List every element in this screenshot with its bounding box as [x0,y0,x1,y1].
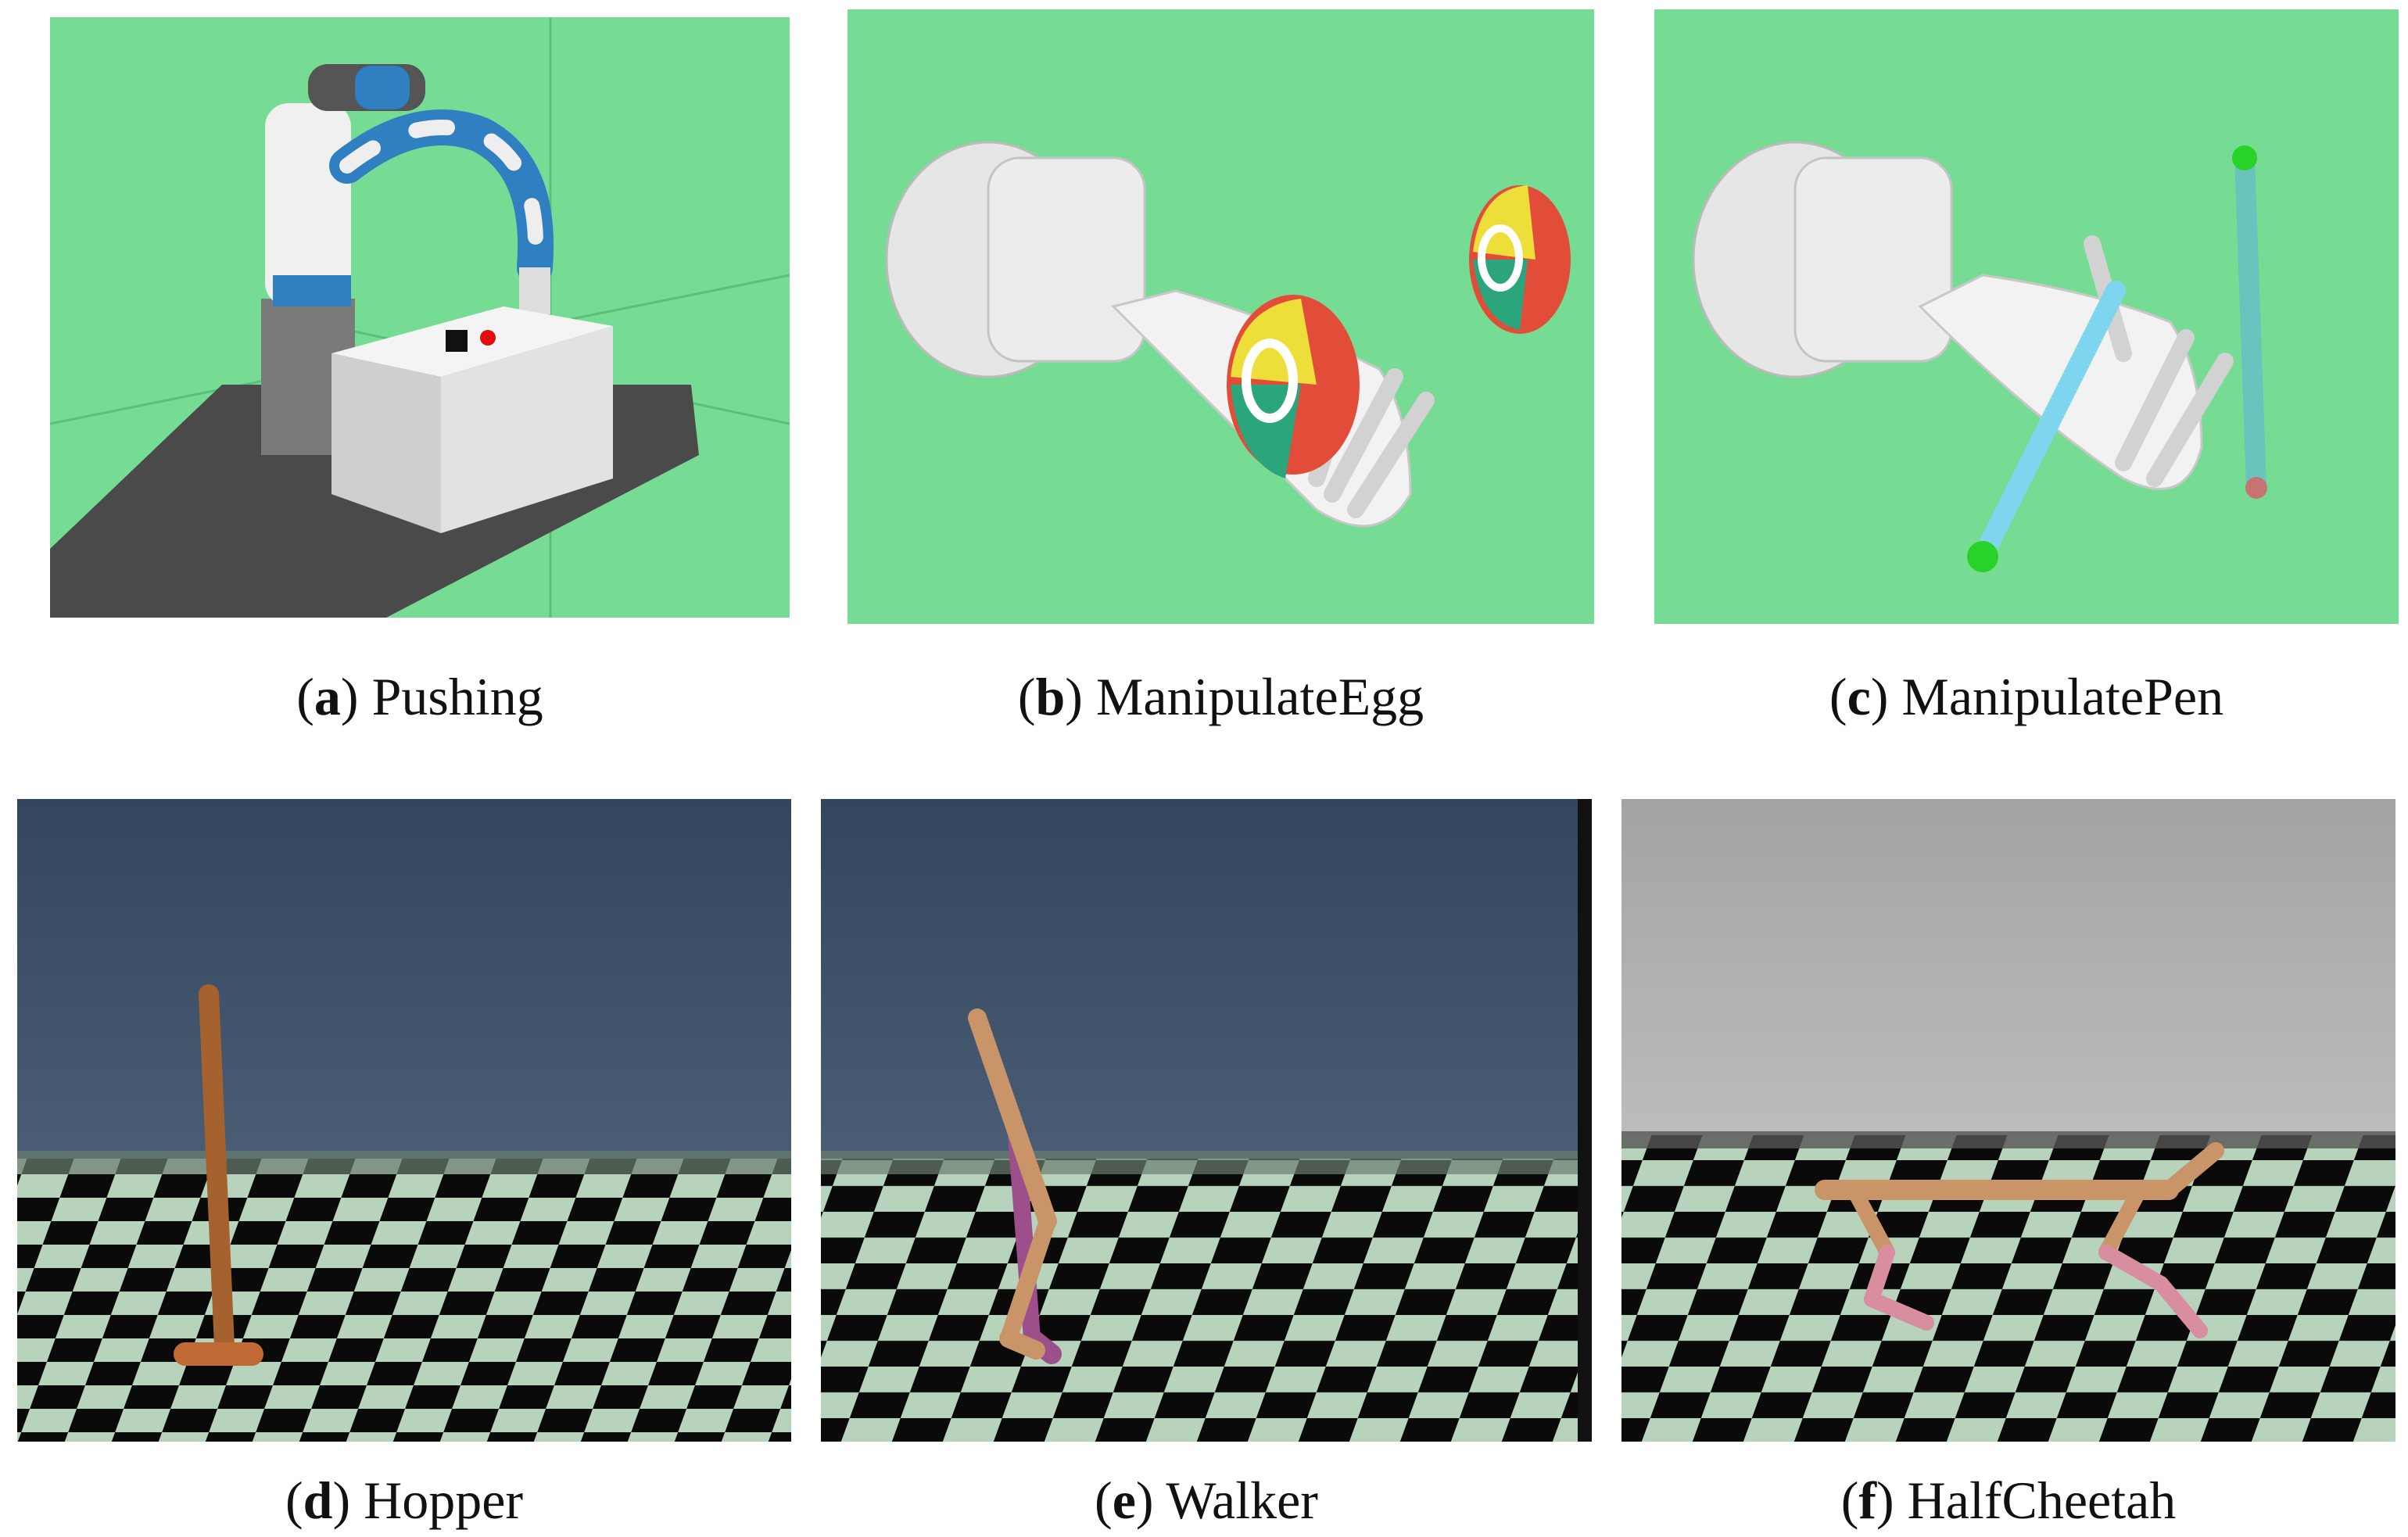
caption-title: Pushing [371,667,543,726]
caption-title: Walker [1166,1471,1318,1530]
caption-title: Hopper [364,1471,524,1530]
caption-walker: (e) Walker [1095,1471,1318,1530]
caption-hopper: (d) Hopper [285,1471,524,1530]
pushing-render [50,17,790,618]
caption-pushing: (a) Pushing [296,667,543,726]
caption-title: HalfCheetah [1907,1471,2177,1530]
caption-letter: c [1847,667,1871,726]
halfcheetah-render [1621,799,2395,1442]
caption-halfcheetah: (f) HalfCheetah [1840,1471,2177,1530]
caption-letter: f [1858,1471,1877,1530]
hopper-render [17,799,791,1442]
caption-title: ManipulateEgg [1095,667,1424,726]
caption-manipulate-egg: (b) ManipulateEgg [1017,667,1424,726]
caption-title: ManipulatePen [1901,667,2224,726]
walker-render [821,799,1592,1442]
caption-letter: e [1112,1471,1136,1530]
caption-letter: d [303,1471,333,1530]
caption-manipulate-pen: (c) ManipulatePen [1829,667,2224,726]
manipulate-egg-render [847,9,1594,624]
caption-letter: a [314,667,341,726]
caption-letter: b [1035,667,1066,726]
manipulate-pen-render [1654,9,2399,624]
